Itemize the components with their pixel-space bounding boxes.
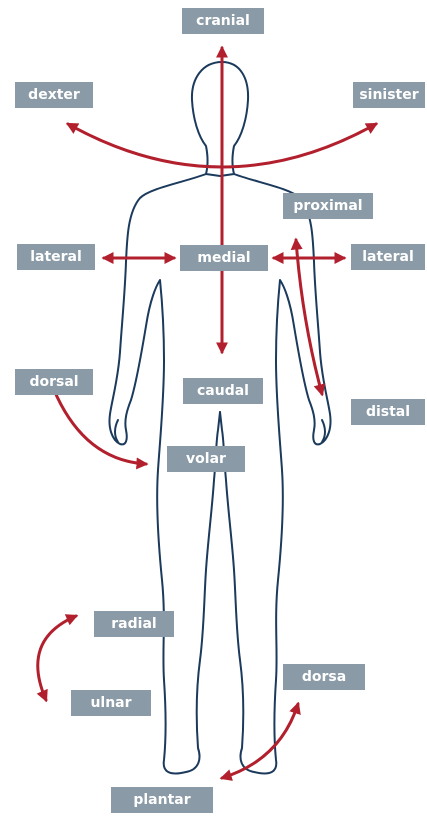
label-dorsa: dorsa	[283, 664, 365, 690]
right-thumb-outline	[322, 420, 325, 442]
label-radial: radial	[94, 611, 174, 637]
label-cranial: cranial	[182, 8, 264, 34]
label-medial: medial	[180, 245, 268, 271]
radial-ulnar-arrow	[38, 616, 76, 700]
label-ulnar: ulnar	[71, 690, 151, 716]
label-plantar: plantar	[111, 787, 213, 813]
label-lateral-right: lateral	[351, 244, 425, 270]
head-outline	[192, 62, 248, 176]
label-dexter: dexter	[15, 82, 93, 108]
label-sinister: sinister	[353, 82, 425, 108]
label-caudal: caudal	[183, 378, 263, 404]
left-thumb-outline	[115, 420, 118, 442]
label-lateral-left: lateral	[17, 244, 95, 270]
label-distal: distal	[351, 399, 425, 425]
label-volar: volar	[167, 446, 245, 472]
label-proximal: proximal	[283, 193, 373, 219]
dorsa-plantar-arrow	[222, 704, 298, 778]
label-dorsal: dorsal	[15, 369, 93, 395]
